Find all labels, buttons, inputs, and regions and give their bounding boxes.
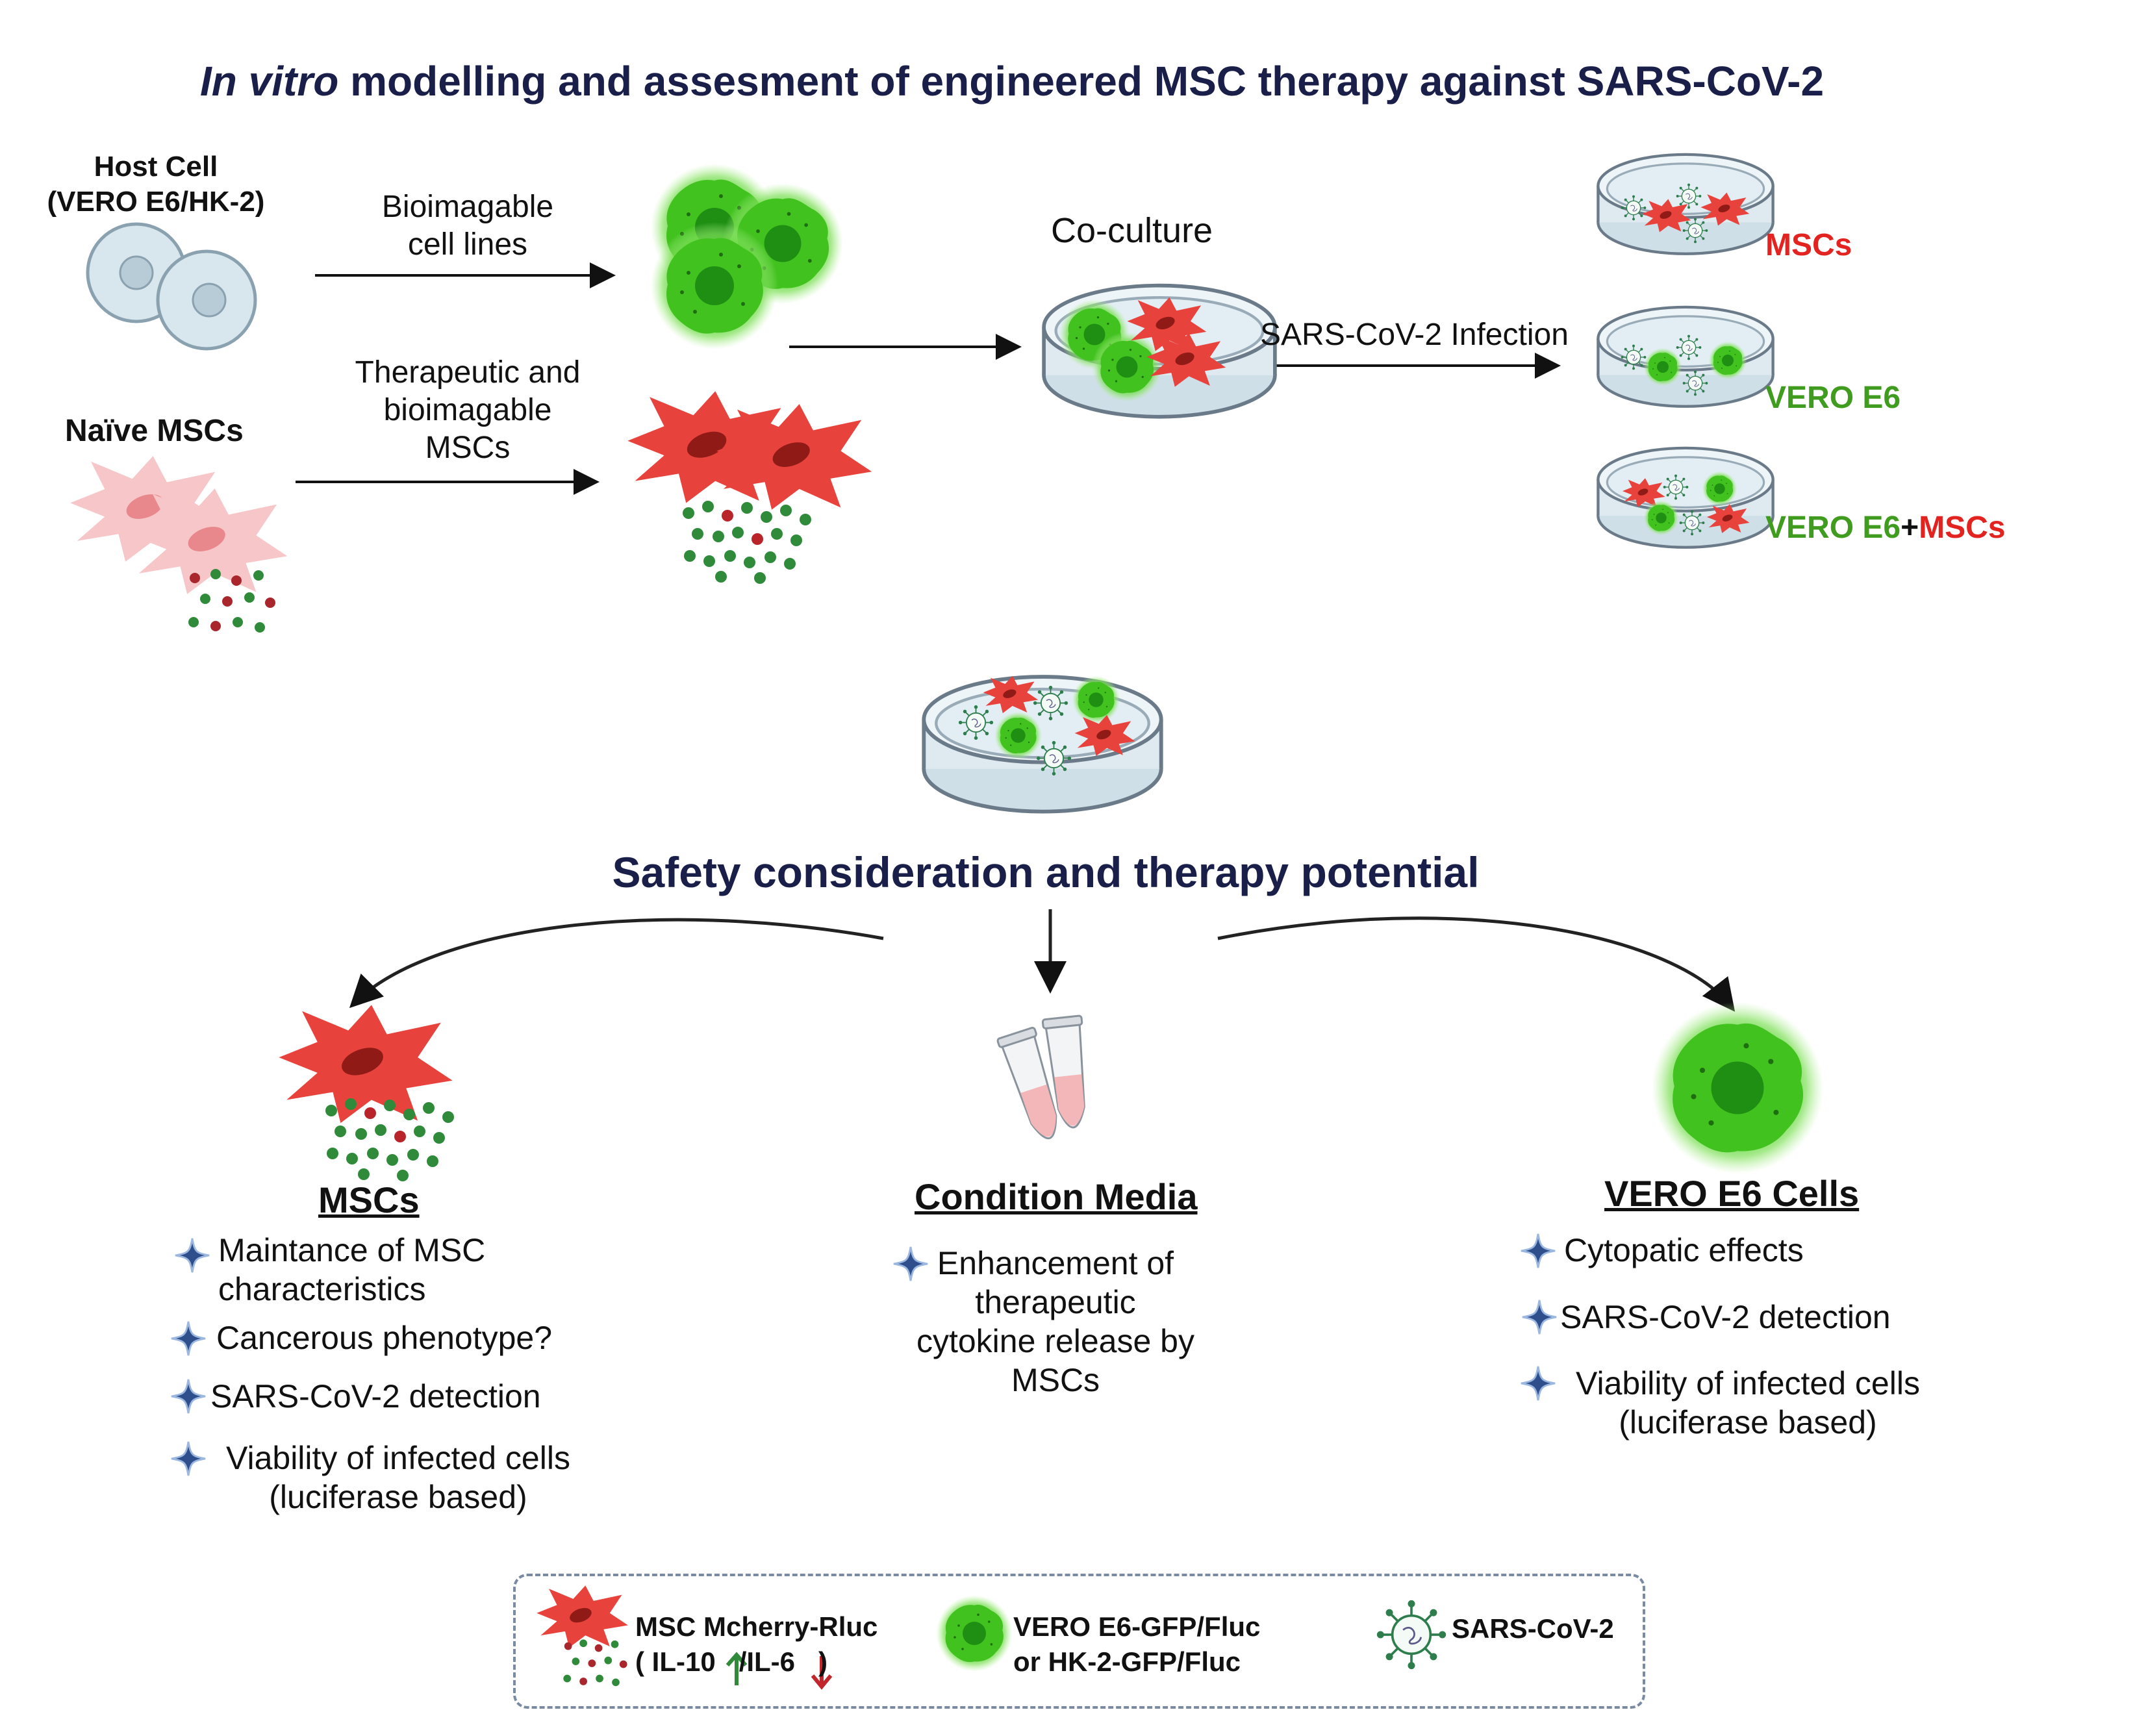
flow-arrows-top xyxy=(296,262,1561,495)
green-cell-cluster-icon xyxy=(651,164,844,349)
therapeutic-msc-icon xyxy=(627,391,872,584)
mscs-item-2: Cancerous phenotype? xyxy=(216,1320,553,1356)
vero-panel-title: VERO E6 Cells xyxy=(1604,1173,1860,1214)
vero-item-2: SARS-CoV-2 detection xyxy=(1560,1299,1891,1335)
flow-arrows-bottom xyxy=(349,909,1736,1012)
outcome-dish-vero-icon xyxy=(1598,307,1773,407)
page-title: In vitro modelling and assesment of engi… xyxy=(200,58,1825,105)
naive-msc-icon xyxy=(70,456,288,633)
msc-panel-icon xyxy=(279,1005,454,1181)
legend-arrows xyxy=(726,1652,833,1690)
legend-msc-label: MSC Mcherry-Rluc ( IL-10/IL-6) xyxy=(635,1611,878,1677)
vero-item-3: Viability of infected cells(luciferase b… xyxy=(1576,1365,1920,1440)
infection-label: SARS-CoV-2 Infection xyxy=(1260,318,1569,352)
outcome-vero-label: VERO E6 xyxy=(1765,381,1901,415)
outcome-dish-combo-icon xyxy=(1598,448,1773,547)
outcome-dish-mscs-icon xyxy=(1598,155,1773,254)
mscs-item-3: SARS-CoV-2 detection xyxy=(210,1378,541,1415)
media-panel-title: Condition Media xyxy=(915,1176,1198,1217)
condition-media-tubes-icon xyxy=(996,1014,1085,1140)
naive-mscs-label: Naïve MSCs xyxy=(65,414,244,448)
outcome-combo-label: VERO E6+MSCs xyxy=(1765,510,2006,545)
mscs-panel-title: MSCs xyxy=(318,1179,420,1220)
safety-title: Safety consideration and therapy potenti… xyxy=(612,848,1480,896)
coculture-dish-icon xyxy=(1044,286,1275,417)
host-cell-label: Host Cell(VERO E6/HK-2) xyxy=(47,151,265,218)
mscs-item-4: Viability of infected cells(luciferase b… xyxy=(226,1440,570,1515)
vero-item-1: Cytopatic effects xyxy=(1564,1232,1804,1268)
center-dish-icon xyxy=(924,676,1161,812)
outcome-mscs-label: MSCs xyxy=(1765,228,1852,262)
legend-box xyxy=(513,1574,1645,1709)
host-cell-icon xyxy=(86,222,257,351)
legend-virus-label: SARS-CoV-2 xyxy=(1452,1613,1614,1644)
vero-panel-icon xyxy=(1651,1001,1824,1174)
coculture-label: Co-culture xyxy=(1051,211,1213,250)
